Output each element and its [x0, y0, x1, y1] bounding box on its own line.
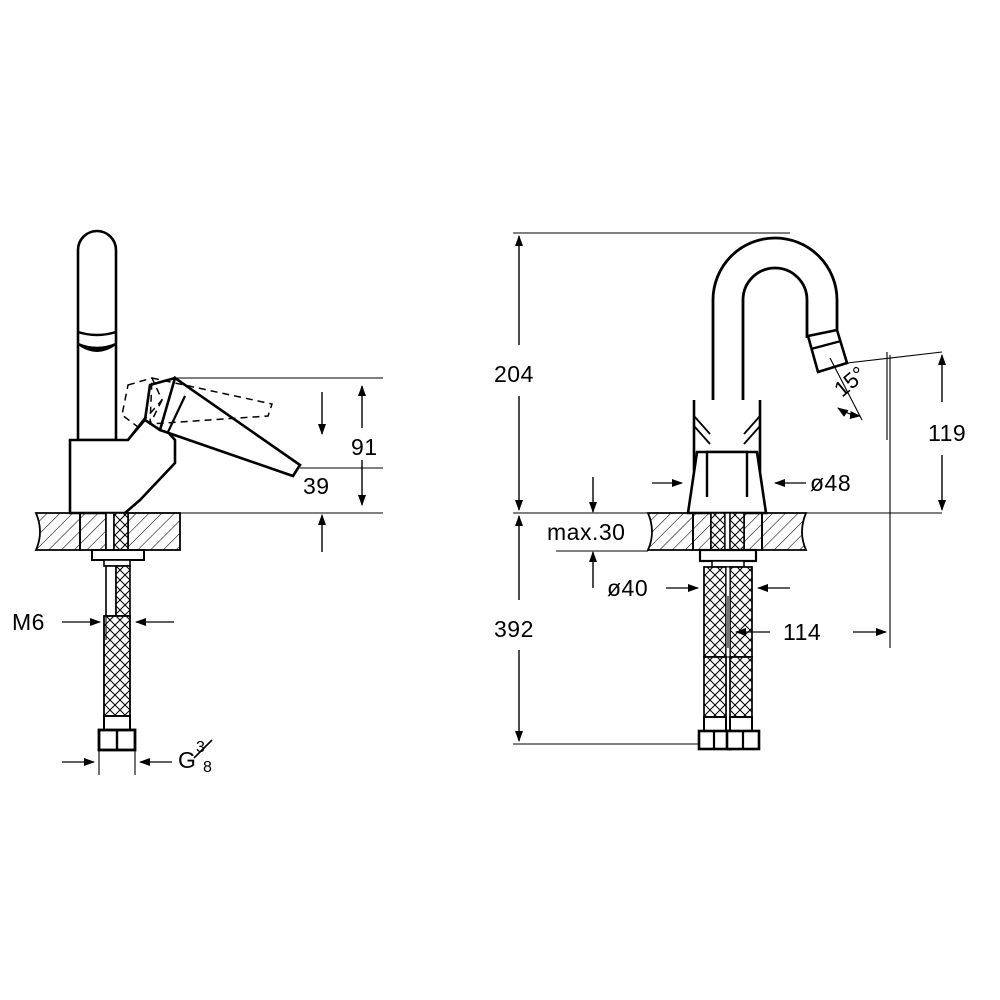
dimension-G38-denominator: 8 [203, 759, 212, 776]
dimension-114: 114 [727, 355, 891, 648]
dimension-114-label: 114 [783, 619, 821, 645]
side-spout-tube [76, 229, 118, 442]
front-counter-section [646, 512, 808, 551]
dimension-39: 39 [303, 392, 330, 552]
front-hoses [697, 566, 761, 751]
dimension-d48: ø48 [652, 470, 851, 496]
dimension-d40: ø40 [607, 566, 790, 606]
dimension-M6-label: M6 [12, 609, 45, 635]
dimension-39-label: 39 [303, 473, 330, 499]
side-lever-handle-closed [127, 375, 302, 478]
dimension-91: 91 [351, 385, 378, 506]
dimension-max30: max.30 [547, 477, 648, 588]
side-view-group: 91 39 M6 G 3 [12, 229, 383, 776]
dimension-204-label: 204 [494, 361, 534, 387]
front-view-group: 204 392 max.30 119 [494, 232, 966, 751]
dimension-G38-numerator: 3 [196, 739, 205, 756]
side-shank [105, 512, 129, 551]
dimension-392-label: 392 [494, 616, 534, 642]
dimension-204: 204 [494, 235, 534, 511]
front-shank [710, 512, 745, 551]
dimension-G38-label: G [178, 747, 196, 773]
dimension-91-label: 91 [351, 434, 378, 460]
dimension-M6: M6 [12, 600, 174, 640]
front-body-base [686, 450, 768, 515]
dimension-d40-label: ø40 [607, 575, 648, 601]
dimension-119-label: 119 [928, 420, 966, 446]
dimension-G38: G 3 8 [62, 739, 213, 776]
side-counter-section [34, 512, 181, 551]
side-lever-handle-open-ghost [121, 377, 273, 429]
dimension-d48-label: ø48 [810, 470, 851, 496]
side-hose [97, 565, 137, 752]
dimension-119: 119 [766, 351, 966, 514]
dimension-392: 392 [494, 515, 534, 742]
front-mounting-nut [698, 548, 758, 568]
dimension-max30-label: max.30 [547, 519, 625, 545]
side-mounting-nut [91, 549, 145, 567]
front-spout-gooseneck [711, 236, 849, 420]
